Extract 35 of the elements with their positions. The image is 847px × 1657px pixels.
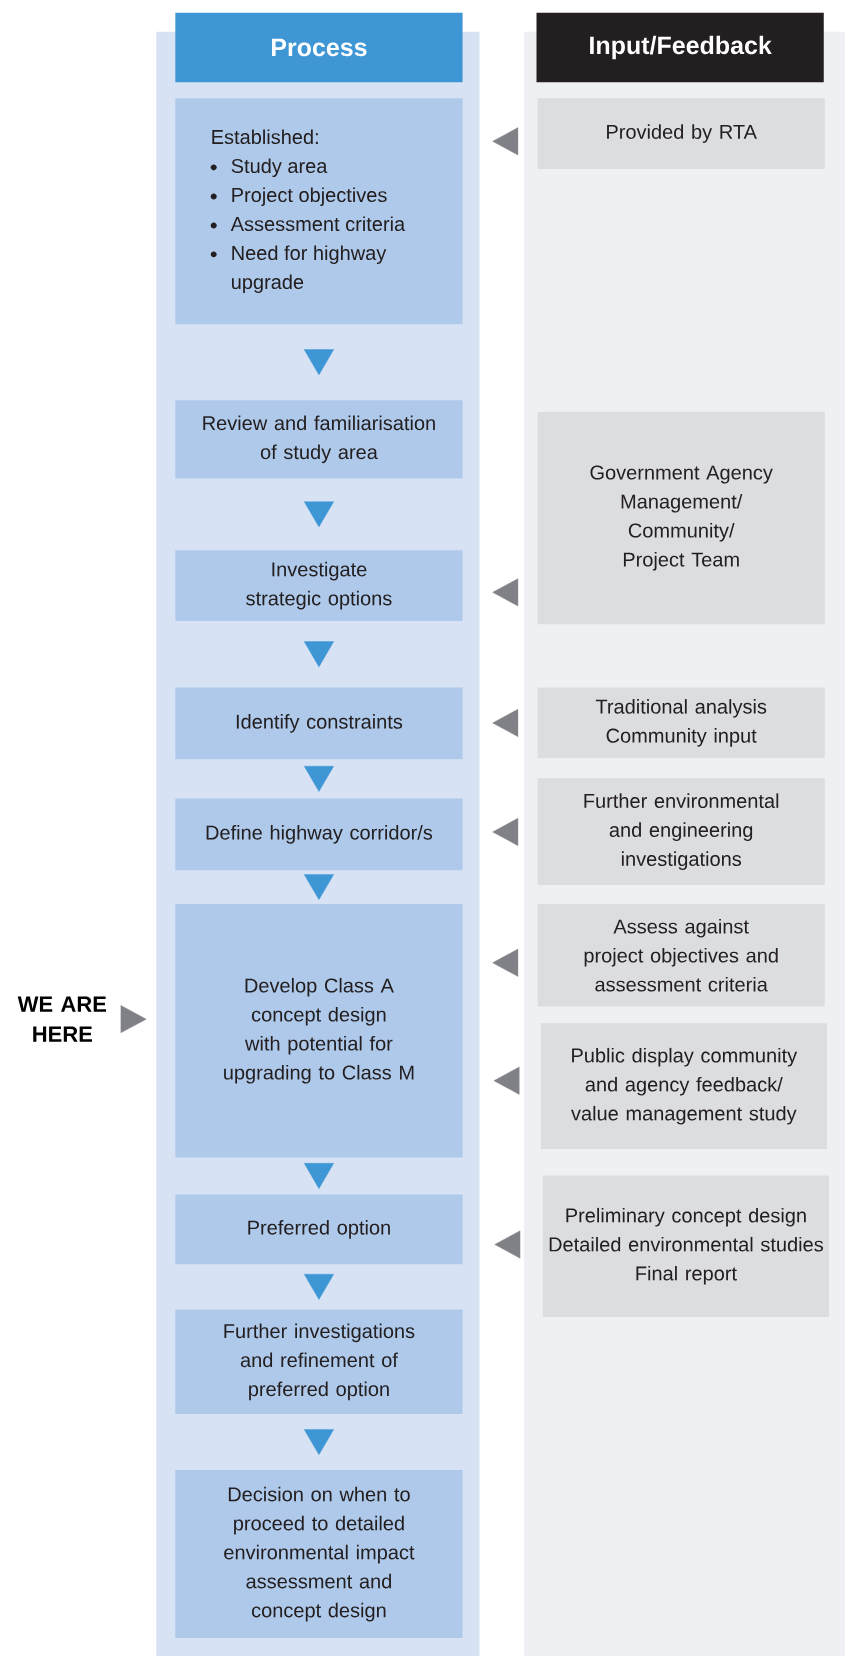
- arrowhead: [303, 1274, 334, 1300]
- input-box: Provided by RTA: [537, 98, 825, 169]
- arrowhead: [492, 709, 519, 737]
- arrowhead: [492, 948, 519, 977]
- input-box: Preliminary concept design Detailed environmental studies Final report: [542, 1175, 830, 1317]
- input-box: Further environmental and engineering investigations: [537, 778, 825, 885]
- input-box: Public display community and agency feedback/ value management study: [540, 1023, 827, 1150]
- arrowhead: [303, 349, 334, 376]
- process-box: Identify constraints: [175, 687, 463, 760]
- arrowhead: [303, 1429, 334, 1455]
- process-box: Define highway corridor/s: [175, 798, 463, 871]
- arrowhead: [303, 501, 334, 528]
- marker-text: WE ARE HERE: [17, 996, 107, 1042]
- input-box: Assess against project objectives and assessment criteria: [537, 904, 825, 1007]
- process-box: Review and familiarisation of study area: [175, 400, 463, 479]
- arrowhead: [303, 1163, 334, 1189]
- arrowhead: [494, 1230, 521, 1259]
- process-header: Process: [175, 12, 463, 83]
- process-box: Further investigations and refinement of preferred option: [175, 1309, 463, 1415]
- arrowhead: [492, 818, 519, 846]
- process-box: Established: Study area Project objectives Assessment criteria Need for highway upgrade: [175, 98, 463, 325]
- arrowhead: [303, 766, 334, 792]
- process-box: Investigate strategic options: [175, 550, 463, 621]
- arrowhead: [492, 578, 519, 607]
- process-box: Preferred option: [175, 1194, 463, 1265]
- feedback-header: Input/Feedback: [536, 12, 824, 83]
- arrowhead: [492, 127, 519, 156]
- process-box: Decision on when to proceed to detailed environmental impact assessment and concept design: [175, 1470, 463, 1639]
- input-box: Government Agency Management/ Community/ Project Team: [537, 411, 825, 625]
- input-box: Traditional analysis Community input: [537, 687, 825, 759]
- arrowhead: [120, 1005, 147, 1034]
- arrowhead: [303, 874, 334, 900]
- arrowhead: [303, 641, 334, 668]
- arrowhead: [493, 1066, 520, 1095]
- process-box: Develop Class A concept design with potential for upgrading to Class M: [175, 904, 463, 1158]
